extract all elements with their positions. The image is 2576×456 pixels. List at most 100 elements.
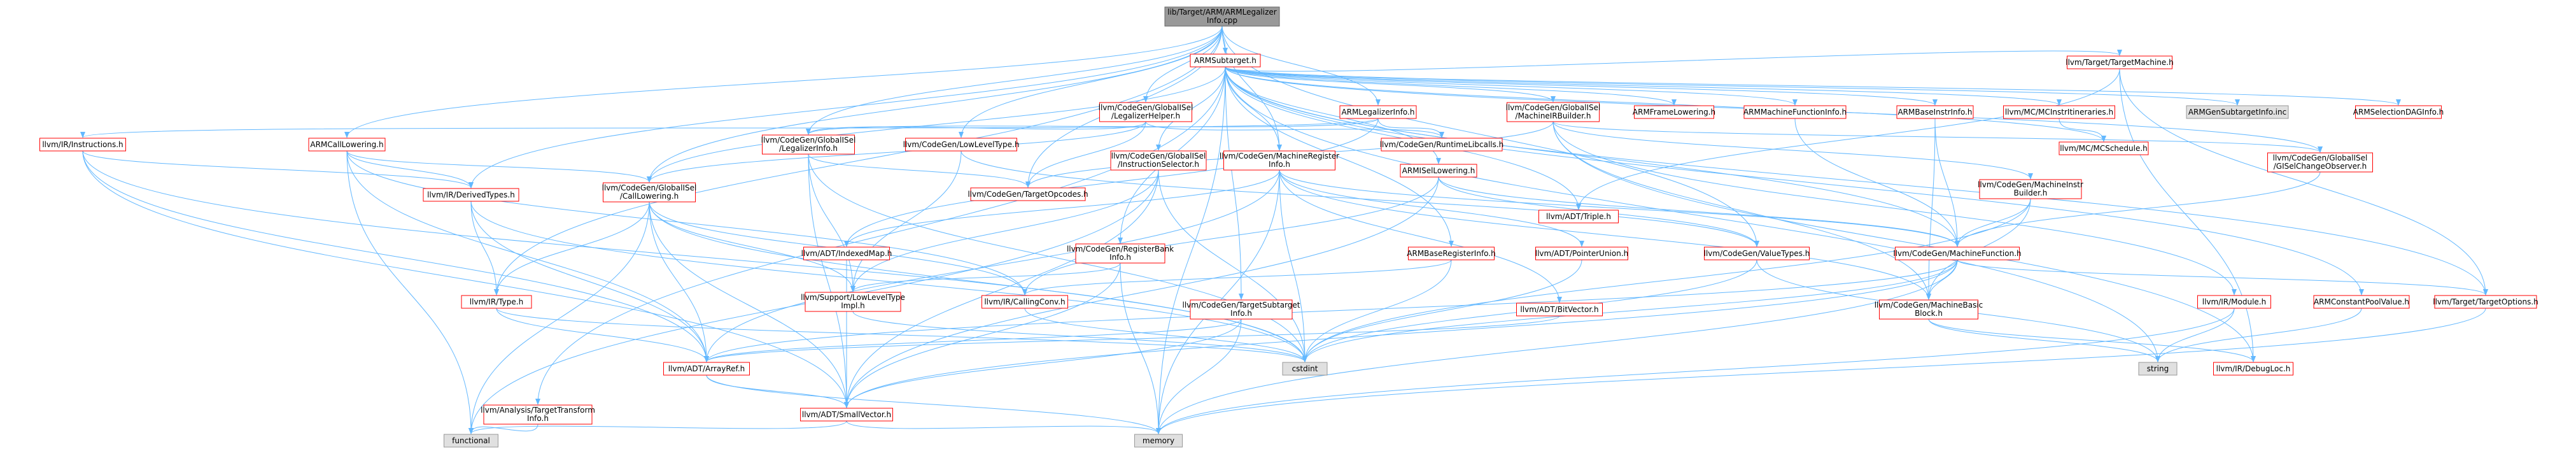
node-arm-subtarget[interactable]: ARMSubtarget.h bbox=[1190, 53, 1261, 68]
node-box bbox=[2434, 295, 2537, 309]
node-label-line: llvm/MC/MCInstrItineraries.h bbox=[2005, 108, 2113, 117]
node-target-opcodes[interactable]: llvm/CodeGen/TargetOpcodes.h bbox=[968, 187, 1088, 201]
edge-arm_subtarget-to-string bbox=[1225, 66, 2160, 362]
edge-arm_subtarget-to-arm_selection_dag_info bbox=[1225, 66, 2401, 106]
edge-root-to-arm_call_lowering bbox=[344, 25, 1223, 138]
node-box bbox=[805, 292, 901, 312]
node-ir-debug-loc[interactable]: llvm/IR/DebugLoc.h bbox=[2213, 362, 2293, 376]
node-label-line: Info.h bbox=[1269, 160, 1290, 169]
edge-arm_subtarget-to-gisel_call_lowering bbox=[647, 66, 1226, 183]
node-machine-function[interactable]: llvm/CodeGen/MachineFunction.h bbox=[1893, 246, 2022, 260]
node-box bbox=[1879, 299, 1978, 320]
node-arm-selection-dag-info[interactable]: ARMSelectionDAGInfo.h bbox=[2353, 105, 2444, 119]
node-label-line: Block.h bbox=[1915, 309, 1943, 318]
node-gisel-legalizer-helper[interactable]: llvm/CodeGen/GlobalISel/LegalizerHelper.… bbox=[1099, 102, 1193, 122]
node-ir-type[interactable]: llvm/IR/Type.h bbox=[461, 295, 532, 309]
node-adt-indexed-map[interactable]: llvm/ADT/IndexedMap.h bbox=[801, 246, 892, 260]
node-arm-isel-lowering[interactable]: ARMISelLowering.h bbox=[1400, 164, 1477, 178]
edge-adt_small_vector-to-memory bbox=[846, 420, 1161, 434]
node-runtime-libcalls[interactable]: llvm/CodeGen/RuntimeLibcalls.h bbox=[1380, 138, 1504, 152]
node-target-options[interactable]: llvm/Target/TargetOptions.h bbox=[2433, 295, 2538, 309]
edge-arm_subtarget-to-target_subtarget_info bbox=[1225, 66, 1244, 300]
node-arm-base-instr-info[interactable]: ARMBaseInstrInfo.h bbox=[1896, 105, 1974, 119]
edge-arm_subtarget-to-arm_frame_lowering bbox=[1225, 66, 1677, 106]
node-box bbox=[1223, 150, 1335, 171]
edge-arm_base_instr_info-to-machine_basic_block bbox=[1926, 118, 1936, 300]
node-box bbox=[483, 404, 593, 425]
edge-lowlevel_type-to-support_lowlevel_type_impl bbox=[850, 150, 962, 292]
node-ir-derived-types[interactable]: llvm/IR/DerivedTypes.h bbox=[423, 188, 519, 202]
node-box bbox=[1979, 179, 2082, 199]
edge-adt_array_ref-to-adt_small_vector bbox=[706, 374, 849, 408]
edge-arm_subtarget-to-arm_gen_subtarget_info bbox=[1225, 66, 2240, 106]
edge-target_subtarget_info-to-adt_array_ref bbox=[704, 318, 1242, 362]
edge-arm_legalizer_info-to-runtime_libcalls bbox=[1377, 118, 1444, 138]
node-label-line: llvm/CodeGen/MachineRegister bbox=[1220, 152, 1339, 160]
node-label-line: llvm/CodeGen/MachineInstr bbox=[1978, 180, 2083, 189]
node-label-line: ARMConstantPoolValue.h bbox=[2314, 297, 2409, 306]
node-arm-call-lowering[interactable]: ARMCallLowering.h bbox=[308, 138, 386, 152]
node-label-line: ARMCallLowering.h bbox=[310, 140, 383, 149]
node-mc-schedule[interactable]: llvm/MC/MCSchedule.h bbox=[2059, 141, 2149, 155]
node-box bbox=[2067, 55, 2172, 69]
node-label-line: /LegalizerHelper.h bbox=[1111, 111, 1180, 120]
node-arm-machine-function-info[interactable]: ARMMachineFunctionInfo.h bbox=[1743, 105, 1847, 119]
edge-gisel_call_lowering-to-functional bbox=[468, 201, 650, 434]
node-label-line: ARMBaseInstrInfo.h bbox=[1897, 108, 1972, 117]
node-adt-array-ref[interactable]: llvm/ADT/ArrayRef.h bbox=[663, 362, 750, 376]
edge-root-to-lowlevel_type bbox=[959, 25, 1223, 138]
node-ir-instructions[interactable]: llvm/IR/Instructions.h bbox=[39, 138, 126, 152]
edge-ir_instructions-to-adt_small_vector bbox=[82, 150, 849, 408]
edge-arm_subtarget-to-machine_register_info bbox=[1225, 66, 1282, 151]
edge-machine_register_info-to-adt_bit_vector bbox=[1279, 169, 1562, 303]
edge-gisel_legalizer_helper-to-gisel_call_lowering bbox=[647, 121, 1146, 183]
node-adt-bit-vector[interactable]: llvm/ADT/BitVector.h bbox=[1516, 303, 1603, 317]
node-mc-instr-itineraries[interactable]: llvm/MC/MCInstrItineraries.h bbox=[2003, 105, 2115, 119]
node-gisel-instruction-selector[interactable]: llvm/CodeGen/GlobalISel/InstructionSelec… bbox=[1110, 150, 1207, 171]
edge-gisel_call_lowering-to-cstdint bbox=[649, 201, 1307, 362]
edge-root-to-ir_derived_types bbox=[468, 25, 1223, 189]
node-label-line: Builder.h bbox=[2014, 189, 2048, 197]
node-box bbox=[1743, 105, 1847, 119]
node-label-line: Impl.h bbox=[841, 301, 865, 310]
edge-arm_call_lowering-to-adt_array_ref bbox=[346, 150, 709, 362]
node-ir-module[interactable]: llvm/IR/Module.h bbox=[2197, 295, 2271, 309]
node-value-types[interactable]: llvm/CodeGen/ValueTypes.h bbox=[1704, 246, 1810, 260]
node-gisel-legalizer-info[interactable]: llvm/CodeGen/GlobalISel/LegalizerInfo.h bbox=[761, 134, 856, 155]
edge-machine_basic_block-to-string bbox=[1928, 318, 2160, 362]
edge-arm_subtarget-to-arm_constant_pool_value bbox=[1225, 66, 2364, 296]
node-lowlevel-type[interactable]: llvm/CodeGen/LowLevelType.h bbox=[903, 138, 1020, 152]
node-arm-base-register-info[interactable]: ARMBaseRegisterInfo.h bbox=[1407, 246, 1496, 260]
node-ir-calling-conv[interactable]: llvm/IR/CallingConv.h bbox=[982, 295, 1068, 309]
edge-arm_isel_lowering-to-adt_small_vector bbox=[844, 176, 1439, 408]
edge-machine_instr_builder-to-cstdint bbox=[1302, 198, 2031, 362]
node-gisel-call-lowering[interactable]: llvm/CodeGen/GlobalISel/CallLowering.h bbox=[602, 182, 697, 203]
node-box bbox=[1099, 102, 1192, 122]
edge-arm_machine_function_info-to-machine_function bbox=[1794, 118, 1960, 247]
node-label-line: Info.cpp bbox=[1207, 16, 1237, 25]
node-target-machine[interactable]: llvm/Target/TargetMachine.h bbox=[2066, 55, 2174, 69]
node-label-line: llvm/Support/LowLevelType bbox=[801, 293, 905, 302]
node-arm-frame-lowering[interactable]: ARMFrameLowering.h bbox=[1633, 105, 1715, 119]
node-label-line: llvm/Target/TargetMachine.h bbox=[2066, 58, 2173, 67]
node-adt-small-vector[interactable]: llvm/ADT/SmallVector.h bbox=[800, 408, 893, 422]
node-adt-pointer-union[interactable]: llvm/ADT/PointerUnion.h bbox=[1535, 246, 1629, 260]
edge-target_subtarget_info-to-adt_small_vector bbox=[844, 318, 1242, 408]
node-arm-constant-pool-value[interactable]: ARMConstantPoolValue.h bbox=[2313, 295, 2410, 309]
node-gisel-mi-builder[interactable]: llvm/CodeGen/GlobalISel/MachineIRBuilder… bbox=[1506, 102, 1601, 122]
edge-arm_subtarget-to-memory bbox=[1156, 66, 1226, 434]
node-box bbox=[1408, 246, 1495, 260]
node-root[interactable]: lib/Target/ARM/ARMLegalizerInfo.cpp bbox=[1164, 6, 1280, 27]
node-arm-legalizer-info[interactable]: ARMLegalizerInfo.h bbox=[1339, 105, 1417, 119]
node-gisel-change-observer[interactable]: llvm/CodeGen/GlobalISel/GISelChangeObser… bbox=[2267, 152, 2373, 173]
node-adt-triple[interactable]: llvm/ADT/Triple.h bbox=[1538, 210, 1619, 224]
node-memory: memory bbox=[1134, 434, 1183, 448]
edge-arm_subtarget-to-target_machine bbox=[1225, 49, 2122, 72]
